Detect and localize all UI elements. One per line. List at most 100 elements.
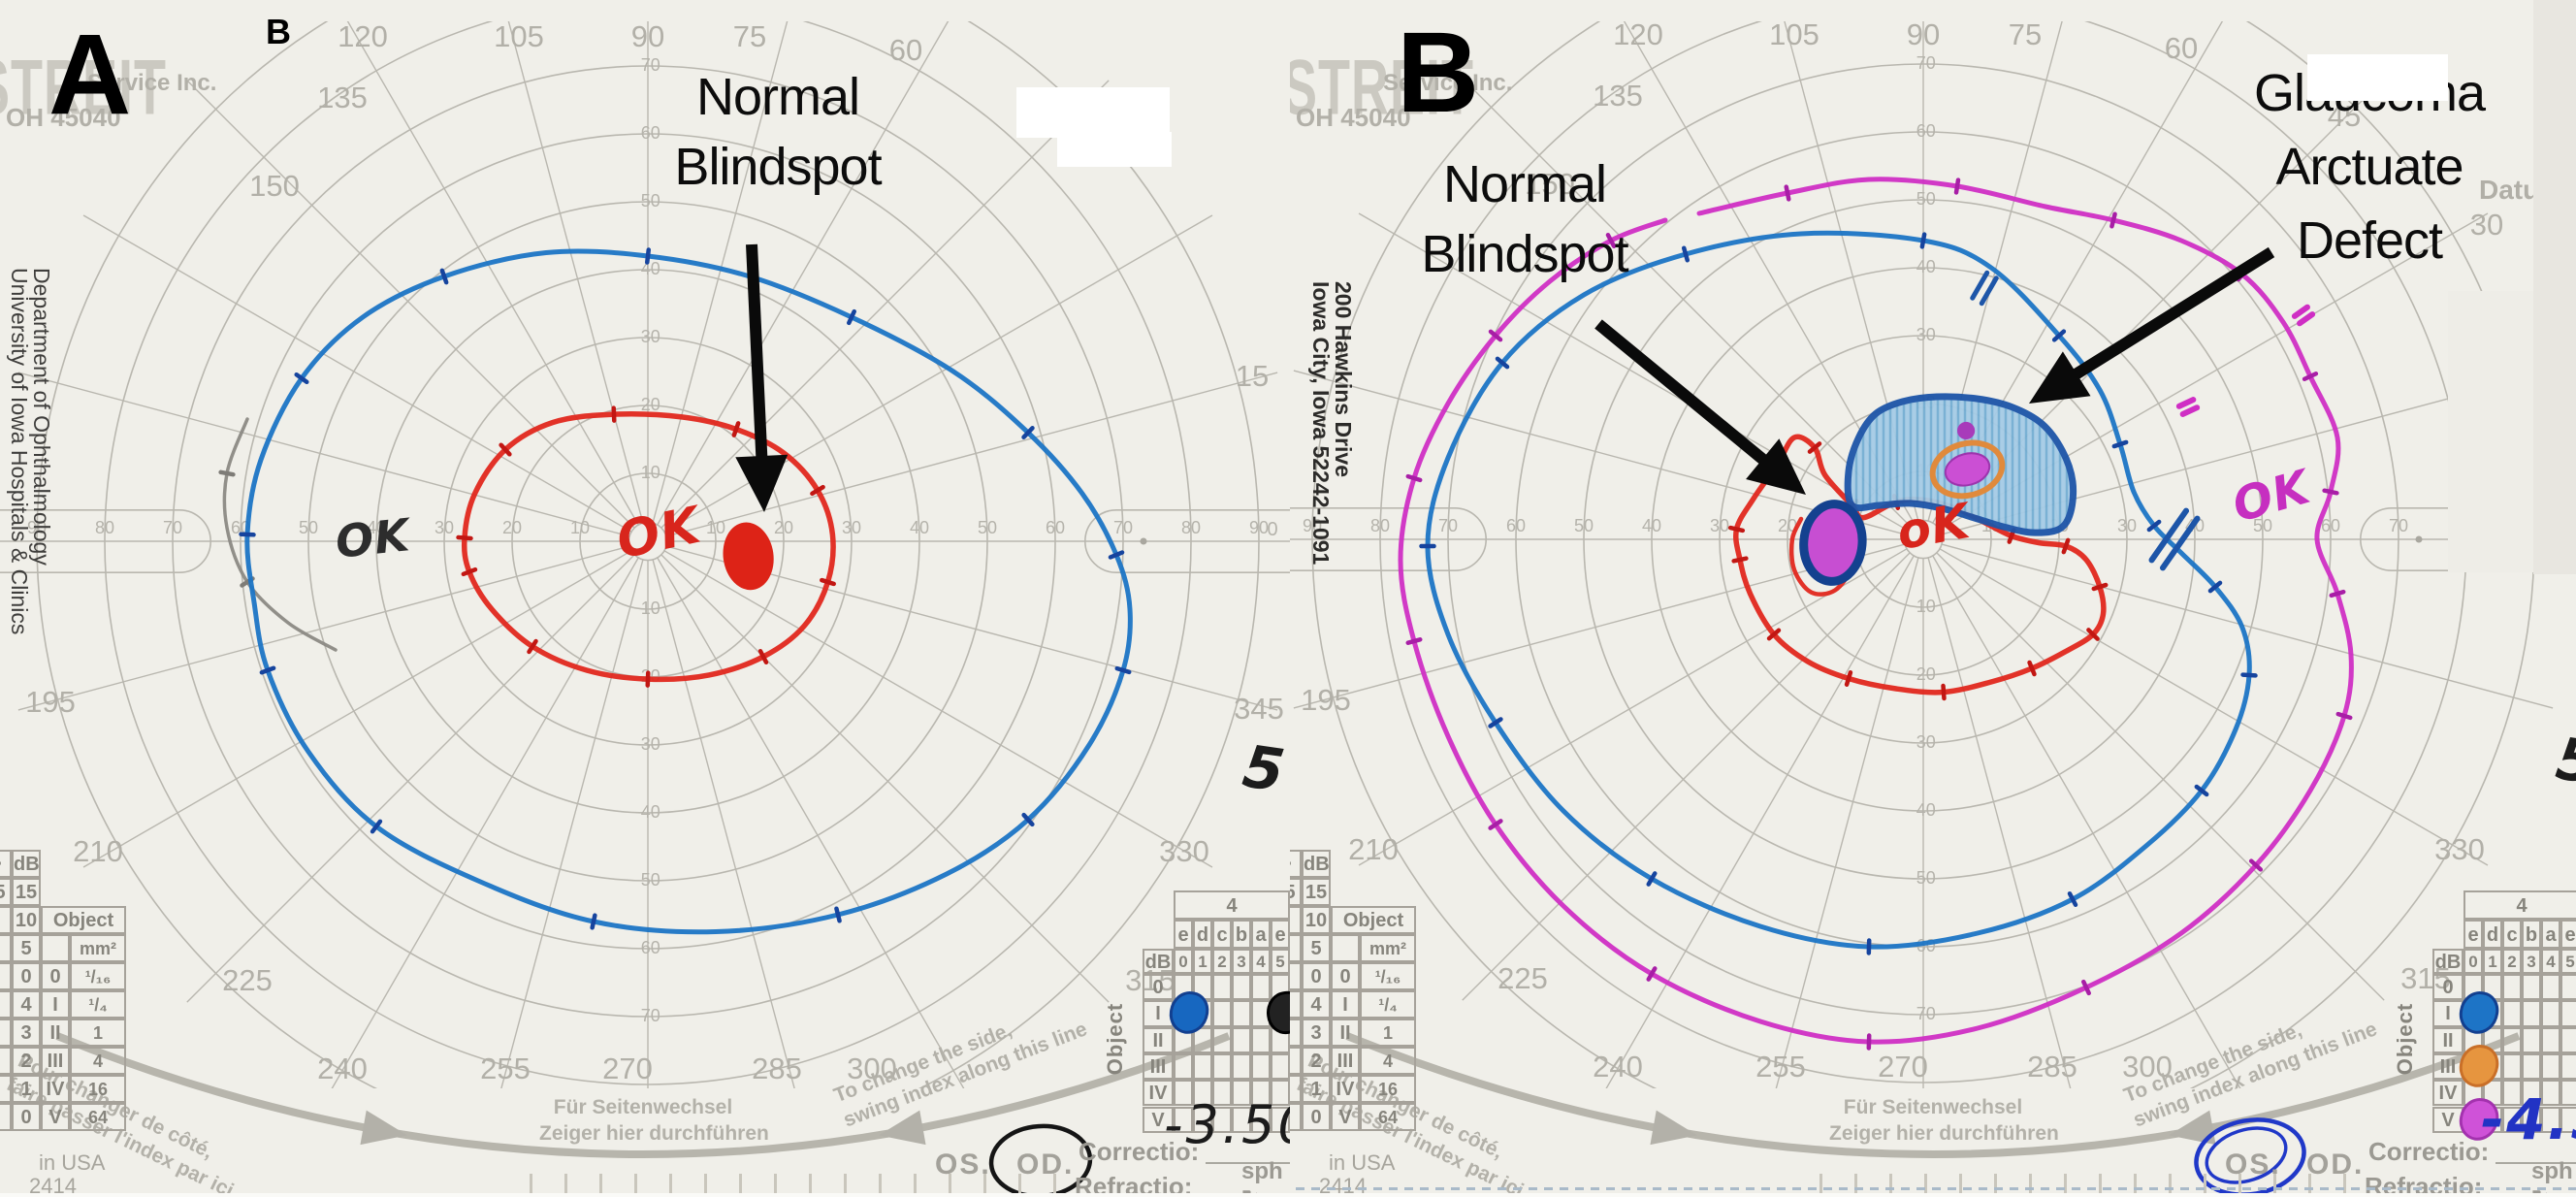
table-cell: 5 — [12, 934, 41, 962]
swing-arc-arrowhead — [2169, 1110, 2216, 1146]
svg-text:120: 120 — [338, 19, 388, 53]
table-cell: I — [1331, 990, 1360, 1019]
svg-text:10: 10 — [641, 463, 660, 482]
svg-text:255: 255 — [1755, 1050, 1806, 1084]
table-cell — [1212, 1000, 1232, 1027]
table-cell: Object — [1331, 906, 1416, 934]
handwritten-correction: -4.50 — [2481, 1086, 2576, 1152]
table-cell: dB — [1302, 850, 1331, 878]
svg-text:15: 15 — [1236, 359, 1269, 393]
table-cell: IV — [1331, 1075, 1360, 1103]
svg-text:20: 20 — [641, 666, 660, 686]
table-cell: 3 — [12, 1019, 41, 1047]
table-cell: c — [2502, 920, 2522, 949]
table-cell: e — [2463, 920, 2483, 949]
perforated-edge — [1296, 1187, 2576, 1190]
table-cell — [2560, 1026, 2576, 1053]
table-cell — [1290, 906, 1302, 934]
table-cell — [2502, 1026, 2522, 1053]
svg-text:60: 60 — [1046, 518, 1065, 537]
scan-edge-strip — [2448, 291, 2533, 572]
table-cell: ¹/₄ — [70, 990, 126, 1019]
table-cell: · — [0, 850, 12, 878]
svg-text:70: 70 — [163, 518, 182, 537]
svg-text:20: 20 — [502, 518, 522, 537]
table-cell — [2502, 1106, 2522, 1133]
table-cell — [0, 1103, 12, 1131]
table-cell: 3 — [2522, 949, 2541, 974]
table-cell: 2 — [12, 1047, 41, 1075]
svg-text:70: 70 — [1916, 53, 1936, 73]
table-cell: II — [1143, 1026, 1174, 1053]
table-cell — [1232, 1106, 1251, 1133]
sph-label: sph ↻ — [2531, 1158, 2573, 1197]
svg-text:90: 90 — [1303, 516, 1322, 535]
table-cell: 64 — [70, 1103, 126, 1131]
table-cell: 64 — [1360, 1103, 1416, 1131]
db-object-table: ·dB51510Object5mm²00¹/₁₆4I¹/₄3II12III41I… — [0, 850, 134, 1133]
table-cell: 4 — [1360, 1047, 1416, 1075]
table-cell — [2522, 974, 2541, 1001]
swing-arc-arrowhead — [1650, 1110, 1697, 1146]
table-cell: dB — [12, 850, 41, 878]
svg-text:60: 60 — [1506, 516, 1526, 535]
table-cell: 5 — [1302, 934, 1331, 962]
svg-text:30: 30 — [435, 518, 454, 537]
svg-text:45: 45 — [2328, 99, 2361, 133]
table-cell: c — [1212, 920, 1232, 949]
swing-index-arc — [1345, 1032, 2521, 1158]
stamp-line-1: Department of Ophthalmology — [29, 268, 54, 566]
svg-text:80: 80 — [1370, 516, 1390, 535]
table-cell — [2522, 1026, 2541, 1053]
table-cell — [2522, 1106, 2541, 1133]
table-cell: 4 — [2541, 949, 2560, 974]
table-cell: b — [2522, 920, 2541, 949]
table-cell — [2560, 1000, 2576, 1027]
svg-text:30: 30 — [1710, 516, 1729, 535]
whiteout-patch — [1016, 87, 1170, 138]
small-figure-label-b: B — [266, 12, 291, 51]
svg-text:40: 40 — [367, 518, 386, 537]
table-cell — [1232, 974, 1251, 1001]
table-cell: 5 — [0, 878, 12, 906]
blind-spot — [723, 522, 774, 591]
svg-text:70: 70 — [2389, 516, 2408, 535]
svg-text:20: 20 — [1916, 664, 1936, 684]
table-cell — [1212, 1052, 1232, 1081]
table-cell: 1 — [1302, 1075, 1331, 1103]
table-cell — [2522, 1080, 2541, 1107]
svg-text:135: 135 — [1593, 79, 1643, 113]
correctio-underline — [1206, 1162, 1290, 1164]
svg-text:315: 315 — [1125, 963, 1175, 997]
refractio-label: Refractio: — [1075, 1172, 1193, 1197]
svg-text:80: 80 — [95, 518, 114, 537]
table-cell — [1232, 1080, 1251, 1107]
swing-arc-arrowhead — [879, 1110, 926, 1146]
table-cell — [1251, 1106, 1271, 1133]
table-cell: 1 — [1193, 949, 1212, 974]
blind-spot — [1799, 500, 1867, 586]
svg-text:40: 40 — [1916, 257, 1936, 276]
svg-text:50: 50 — [641, 191, 660, 210]
annotation-line: Defect — [2296, 211, 2443, 270]
table-cell: mm² — [70, 934, 126, 962]
table-cell — [1193, 1052, 1212, 1081]
table-cell — [1212, 1080, 1232, 1107]
text-line: Zeiger hier durchführen — [539, 1122, 769, 1145]
correctio-label: Correctio: — [2368, 1137, 2490, 1166]
table-cell: 0 — [2463, 949, 2483, 974]
table-cell: 0 — [1302, 962, 1331, 990]
table-cell — [0, 990, 12, 1019]
table-cell — [1232, 1052, 1251, 1081]
table-cell: Object — [41, 906, 126, 934]
svg-text:210: 210 — [73, 834, 123, 868]
side-change-text-german: Für Seitenwechsel Zeiger hier durchführe… — [539, 1094, 769, 1147]
panel-letter-b: B — [1397, 9, 1480, 137]
table-cell — [2502, 1052, 2522, 1081]
table-cell: V — [41, 1103, 70, 1131]
svg-text:90: 90 — [1249, 518, 1269, 537]
table-cell: 16 — [1360, 1075, 1416, 1103]
table-cell: d — [2483, 920, 2502, 949]
